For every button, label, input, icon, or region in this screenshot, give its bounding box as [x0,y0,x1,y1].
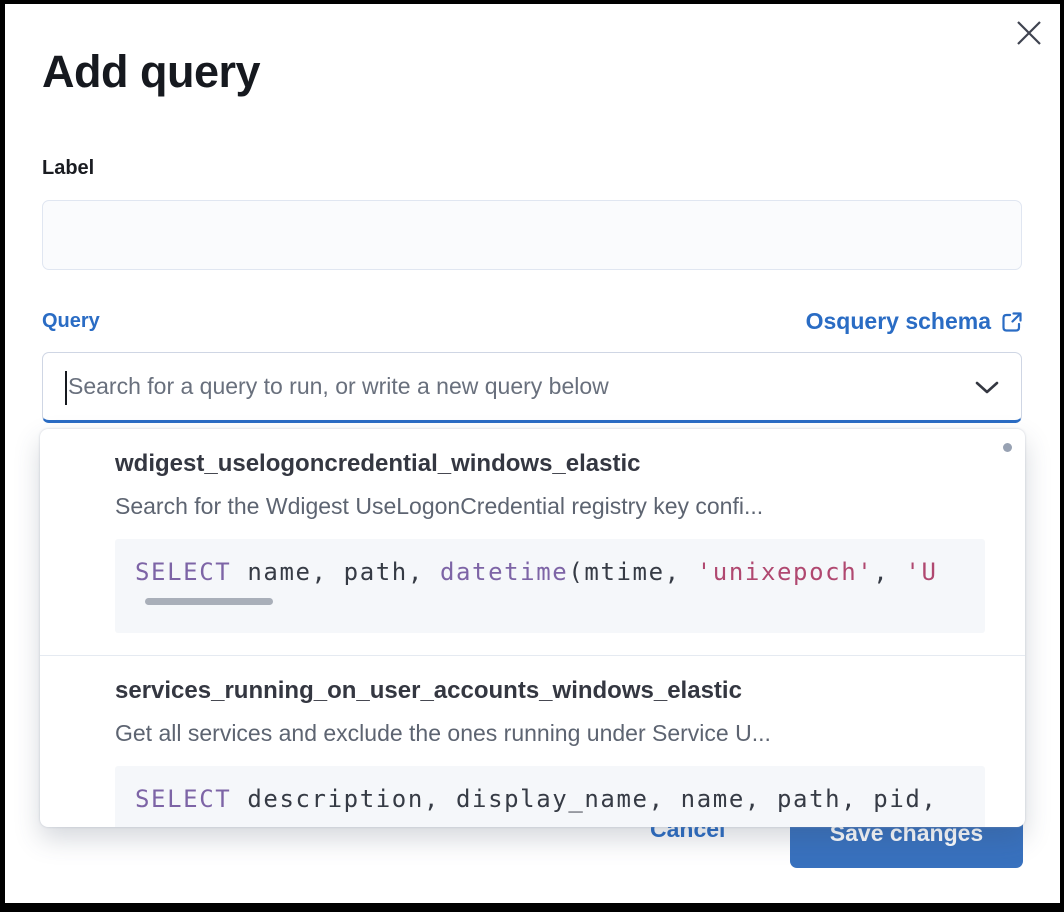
osquery-schema-link[interactable]: Osquery schema [806,308,1024,335]
close-icon[interactable] [1014,18,1044,48]
query-option-sql-snippet: SELECT description, display_name, name, … [115,766,985,827]
query-option-description: Search for the Wdigest UseLogonCredentia… [115,493,764,519]
query-search-input[interactable] [68,353,948,420]
option-divider [40,655,1025,656]
close-x-glyph [1017,21,1041,45]
query-option[interactable]: wdigest_uselogoncredential_windows_elast… [40,429,1025,655]
sql-code-line: SELECT description, display_name, name, … [135,785,938,813]
horizontal-scrollbar-thumb[interactable] [145,598,273,605]
sql-code-line: SELECT name, path, datetime(mtime, 'unix… [135,558,938,586]
vertical-scrollbar-thumb[interactable] [1003,443,1012,452]
chevron-down-icon[interactable] [975,381,999,395]
query-field-label: Query [42,310,100,332]
osquery-schema-link-label: Osquery schema [805,308,991,334]
label-field-label: Label [42,157,95,179]
external-link-icon [1002,311,1022,332]
query-combobox[interactable] [42,352,1022,423]
label-input[interactable] [42,200,1022,270]
query-suggestions-dropdown: wdigest_uselogoncredential_windows_elast… [40,429,1025,827]
query-option[interactable]: services_running_on_user_accounts_window… [40,656,1025,827]
query-option-description: Get all services and exclude the ones ru… [115,720,771,746]
query-option-title: wdigest_uselogoncredential_windows_elast… [115,450,641,477]
query-option-title: services_running_on_user_accounts_window… [115,677,742,704]
text-caret [65,371,67,405]
query-option-sql-snippet: SELECT name, path, datetime(mtime, 'unix… [115,539,985,633]
page-title: Add query [42,46,261,97]
